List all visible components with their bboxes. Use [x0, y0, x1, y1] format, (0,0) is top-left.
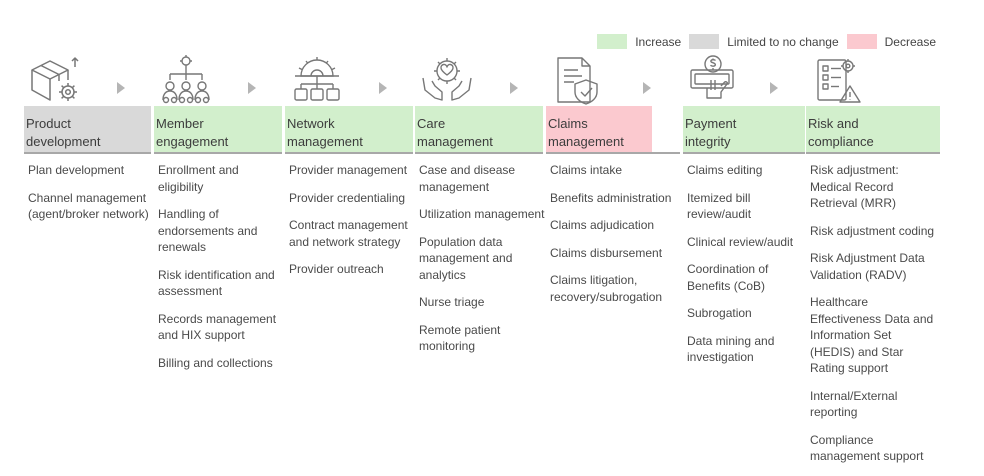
list-item: Clinical review/audit — [687, 234, 794, 249]
list-item: Data mining and investigation — [687, 333, 775, 365]
list-item: Remote patient monitoring — [419, 322, 501, 354]
header-title-line1: Care — [417, 116, 446, 131]
list-item: Utilization management — [419, 207, 545, 221]
list-item: Healthcare Effectiveness Data and Inform… — [810, 295, 934, 375]
list-item: Claims litigation, recovery/subrogation — [550, 273, 663, 304]
header-claims-management: Claims management — [546, 106, 652, 154]
list-item: Provider outreach — [289, 262, 384, 276]
list-item: Channel management (agent/broker network… — [28, 190, 149, 222]
header-title-line1: Member — [156, 116, 204, 131]
header-title-line2: integrity — [685, 134, 731, 149]
box-gear-icon — [31, 57, 79, 101]
payment-hand-icon — [690, 55, 734, 99]
header-payment-integrity: Payment integrity — [683, 106, 805, 154]
header-title-line2: development — [26, 134, 101, 149]
list-item: Risk identification and assessment — [158, 267, 275, 299]
legend-swatch-increase — [597, 34, 628, 49]
header-title-line2: engagement — [156, 134, 229, 149]
list-item: Itemized bill review/audit — [687, 190, 752, 222]
list-item: Records management and HIX support — [158, 311, 277, 343]
items-network-management: Provider management Provider credentiali… — [289, 162, 413, 289]
items-product-development: Plan development Channel management (age… — [28, 162, 153, 234]
header-title-line2: management — [548, 134, 624, 149]
chevron-right-icon — [643, 82, 651, 94]
list-item: Enrollment and eligibility — [158, 163, 239, 194]
list-item: Provider management — [289, 163, 408, 177]
list-item: Handling of endorsements and renewals — [158, 207, 258, 254]
items-payment-integrity: Claims editing Itemized bill review/audi… — [687, 162, 805, 377]
header-title-line2: management — [287, 134, 363, 149]
care-hands-icon — [422, 58, 472, 101]
list-item: Coordination of Benefits (CoB) — [687, 262, 769, 293]
header-care-management: Care management — [415, 106, 543, 154]
list-item: Claims disbursement — [550, 245, 663, 260]
items-risk-compliance: Risk adjustment: Medical Record Retrieva… — [810, 162, 936, 476]
chevron-right-icon — [117, 82, 125, 94]
chevron-right-icon — [770, 82, 778, 94]
header-title-line1: Claims — [548, 116, 588, 131]
list-item: Claims adjudication — [550, 218, 655, 232]
items-care-management: Case and disease management Utilization … — [419, 162, 545, 366]
list-item: Risk adjustment coding — [810, 223, 935, 238]
header-title-line1: Product — [26, 116, 71, 131]
list-item: Subrogation — [687, 306, 752, 320]
legend: Increase Limited to no change Decrease — [597, 34, 936, 49]
list-item: Claims intake — [550, 163, 623, 177]
header-title-line2: compliance — [808, 134, 874, 149]
list-item: Provider credentialing — [289, 190, 406, 205]
header-network-management: Network management — [285, 106, 413, 154]
legend-swatch-decrease — [846, 34, 877, 49]
chevron-right-icon — [379, 82, 387, 94]
legend-label-increase: Increase — [635, 34, 682, 49]
legend-label-limited: Limited to no change — [727, 34, 839, 49]
list-item: Benefits administration — [550, 190, 672, 205]
items-claims-management: Claims intake Benefits administration Cl… — [550, 162, 678, 316]
list-item: Plan development — [28, 163, 125, 177]
people-hierarchy-icon — [162, 55, 210, 104]
checklist-warning-icon — [817, 59, 861, 103]
chevron-right-icon — [248, 82, 256, 94]
header-product-development: Product development — [24, 106, 151, 154]
list-item: Nurse triage — [419, 295, 485, 309]
header-title-line1: Risk and — [808, 116, 859, 131]
list-item: Risk adjustment: Medical Record Retrieva… — [810, 163, 899, 210]
network-gear-icon — [294, 57, 340, 101]
list-item: Contract management and network strategy — [289, 218, 408, 249]
list-item: Claims editing — [687, 163, 763, 177]
header-title-line2: management — [417, 134, 493, 149]
header-claims-spacer — [652, 106, 680, 154]
items-member-engagement: Enrollment and eligibility Handling of e… — [158, 162, 282, 382]
list-item: Internal/External reporting — [810, 388, 898, 420]
list-item: Risk Adjustment Data Validation (RADV) — [810, 251, 925, 282]
list-item: Compliance management support — [810, 432, 924, 464]
claim-shield-icon — [557, 57, 598, 105]
chevron-right-icon — [510, 82, 518, 94]
legend-swatch-limited — [689, 34, 720, 49]
list-item: Case and disease management — [419, 163, 516, 194]
header-title-line1: Payment — [685, 116, 737, 131]
header-title-line1: Network — [287, 116, 335, 131]
list-item: Population data management and analytics — [419, 234, 513, 282]
header-member-engagement: Member engagement — [154, 106, 282, 154]
header-risk-compliance: Risk and compliance — [806, 106, 940, 154]
legend-label-decrease: Decrease — [884, 34, 936, 49]
list-item: Billing and collections — [158, 355, 273, 370]
